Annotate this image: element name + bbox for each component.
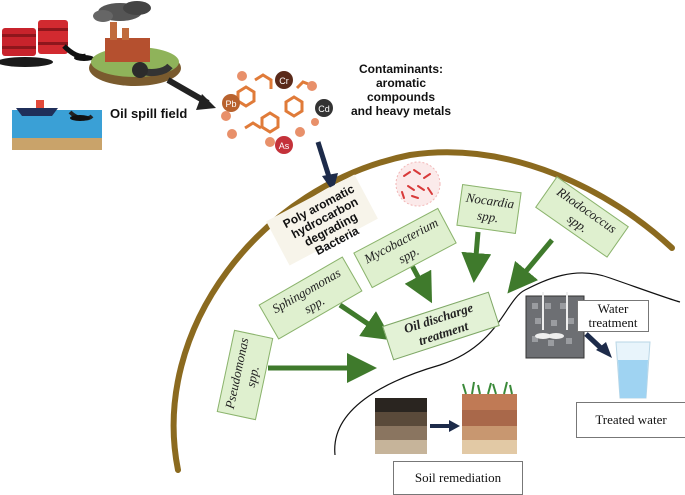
water-treatment-line2: treatment: [588, 315, 638, 330]
contaminants-line2: aromatic compounds: [367, 76, 435, 104]
metal-cr-label: Cr: [279, 76, 289, 86]
nocardia-spp: spp.: [476, 207, 500, 226]
soil-remediation-label: Soil remediation: [393, 461, 523, 495]
divider-curve: [334, 272, 681, 456]
water-glass-icon: [615, 341, 651, 399]
treated-water-label: Treated water: [576, 402, 685, 438]
metal-cd-label: Cd: [318, 104, 330, 114]
contaminants-line1: Contaminants:: [359, 62, 443, 76]
water-treatment-tank-icon: [525, 292, 585, 359]
bacteria-cluster-icon: [395, 161, 441, 207]
water-treatment-line1: Water: [597, 301, 629, 316]
soil-before-icon: [375, 398, 427, 454]
arrow-contaminants-to-bacteria: [315, 141, 333, 181]
metal-as-label: As: [279, 141, 290, 151]
soil-after-icon: [462, 381, 517, 454]
factory-island-icon: [89, 1, 181, 86]
contaminant-molecules: [236, 73, 312, 134]
contaminants-label: Contaminants: aromatic compounds and hea…: [346, 62, 456, 118]
pah-label-bg: [266, 174, 378, 266]
bacteria-box-nocardia: Nocardia spp.: [456, 184, 522, 234]
oil-barrels-icon: [0, 20, 94, 67]
ocean-tanker-icon: [12, 100, 102, 150]
oil-spill-field-label: Oil spill field: [110, 106, 188, 121]
metal-as-icon: As: [275, 136, 293, 154]
contaminants-line3: and heavy metals: [350, 104, 452, 118]
cell-arc: [170, 149, 675, 473]
water-treatment-label: Water treatment: [577, 300, 649, 332]
pseudomonas-spp: spp.: [242, 364, 262, 389]
metal-cd-icon: Cd: [315, 99, 333, 117]
metal-pb-label: Pb: [225, 99, 236, 109]
metal-cr-icon: Cr: [275, 71, 293, 89]
contaminant-dots: [221, 71, 319, 147]
metal-pb-icon: Pb: [222, 94, 240, 112]
